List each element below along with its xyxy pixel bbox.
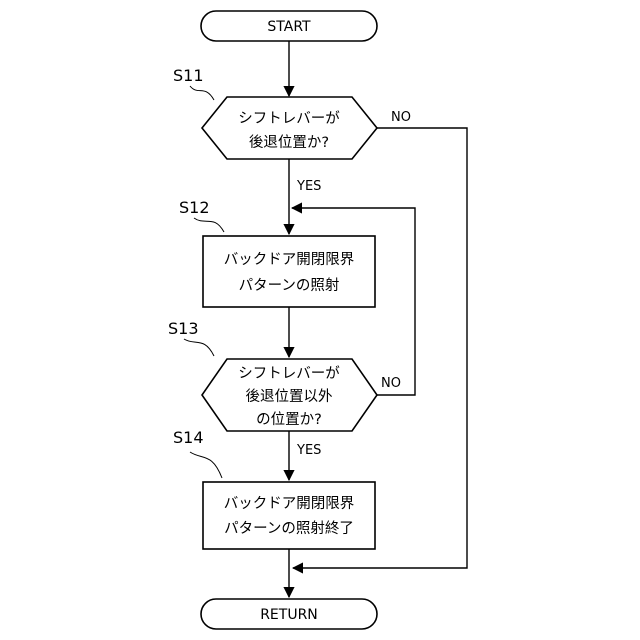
return-label: RETURN — [260, 607, 318, 623]
s11-step-label: S11 — [173, 66, 204, 85]
s12-line-2: パターンの照射 — [239, 277, 340, 294]
s14-leader — [190, 452, 222, 478]
s14-step-label: S14 — [173, 428, 204, 447]
s13-leader — [184, 339, 214, 356]
return-terminal: RETURN — [201, 599, 377, 629]
s14-line-1: バックドア開閉限界 — [224, 495, 355, 512]
s13-line-3: の位置か? — [256, 411, 322, 428]
s14-line-2: パターンの照射終了 — [224, 520, 354, 537]
s11-leader — [190, 86, 214, 100]
s12-process: バックドア開閉限界 パターンの照射 — [203, 236, 375, 307]
start-label: START — [267, 19, 311, 35]
s14-process: バックドア開閉限界 パターンの照射終了 — [203, 482, 375, 549]
s11-yes-label: YES — [296, 179, 321, 194]
s11-line-1: シフトレバーが — [238, 110, 340, 127]
s13-no-label: NO — [381, 376, 401, 391]
s12-leader — [194, 218, 224, 232]
s13-line-1: シフトレバーが — [238, 365, 340, 382]
s13-line-2: 後退位置以外 — [246, 388, 333, 405]
s13-decision: シフトレバーが 後退位置以外 の位置か? — [202, 359, 377, 431]
s11-decision: シフトレバーが 後退位置か? — [202, 97, 377, 159]
s11-line-2: 後退位置か? — [249, 134, 329, 151]
s11-no-label: NO — [391, 110, 411, 125]
s12-step-label: S12 — [179, 198, 210, 217]
s12-line-1: バックドア開閉限界 — [224, 251, 355, 268]
start-terminal: START — [201, 11, 377, 41]
s13-step-label: S13 — [168, 319, 199, 338]
s13-yes-label: YES — [296, 443, 321, 458]
